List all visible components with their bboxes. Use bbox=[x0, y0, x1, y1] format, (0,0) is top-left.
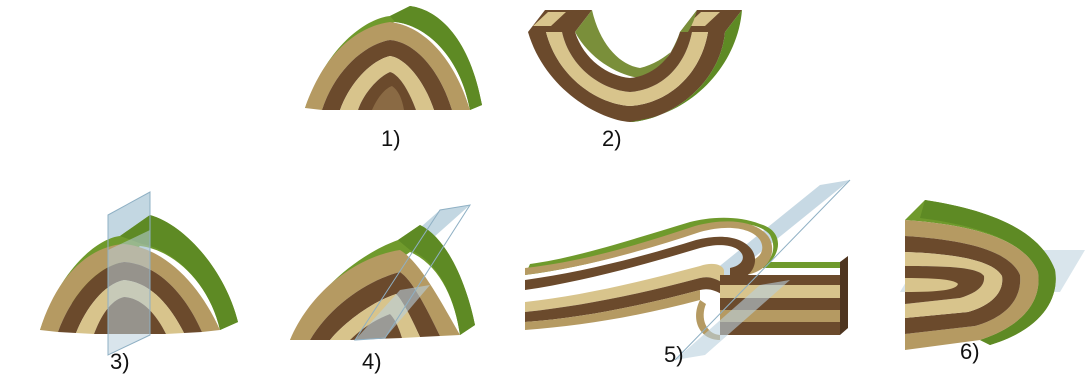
figure-5-label: 5) bbox=[664, 344, 684, 366]
figure-3-upright-fold-icon bbox=[40, 192, 238, 355]
figure-3-label: 3) bbox=[110, 351, 130, 373]
fig3-axial-plane-front bbox=[108, 230, 150, 355]
figure-2-syncline-icon bbox=[528, 10, 742, 122]
figure-1-label: 1) bbox=[381, 128, 401, 150]
figure-1-anticline-icon bbox=[305, 6, 482, 110]
figure-2-label: 2) bbox=[602, 128, 622, 150]
figure-4-label: 4) bbox=[362, 351, 382, 373]
figure-6-recumbent-fold-icon bbox=[900, 200, 1085, 350]
figure-6-label: 6) bbox=[960, 341, 980, 363]
figure-5-overturned-fold-icon bbox=[525, 180, 850, 360]
figure-4-inclined-fold-icon bbox=[290, 205, 475, 340]
